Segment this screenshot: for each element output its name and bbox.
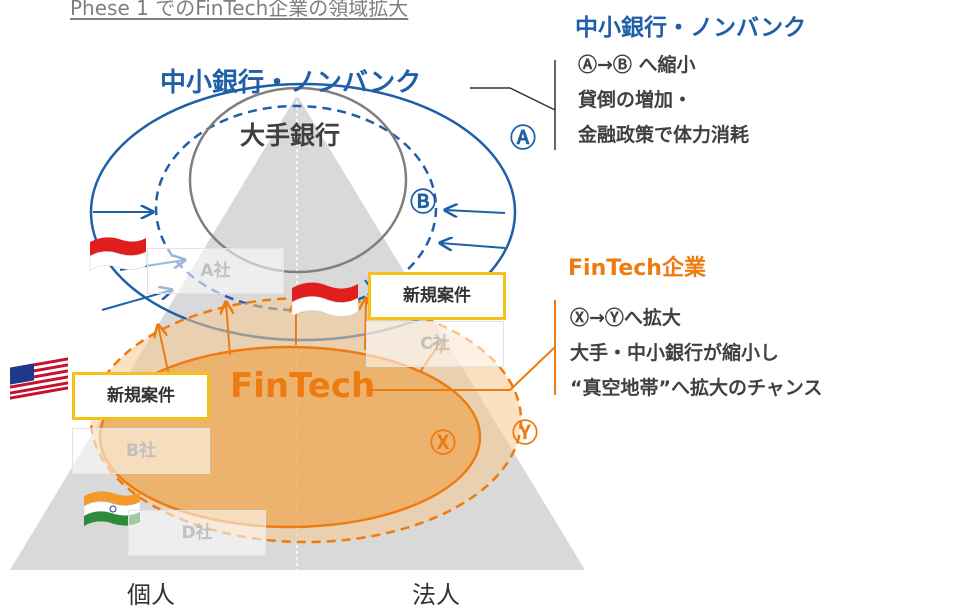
page-title: Phese 1 でのFinTech企業の領域拡大 xyxy=(70,0,409,20)
us-flag-icon xyxy=(10,357,68,400)
bank-heading: 中小銀行・ノンバンク xyxy=(575,15,807,41)
major-bank-ellipse xyxy=(188,86,408,274)
company-d-box: D社 xyxy=(128,510,266,556)
fintech-note-1: Ⓧ→Ⓨへ拡大 xyxy=(570,307,681,329)
bank-note-2: 貸倒の増加・ xyxy=(578,89,693,111)
fintech-note-2: 大手・中小銀行が縮小し xyxy=(570,342,780,364)
company-b-box: B社 xyxy=(72,428,210,474)
fintech-heading: FinTech企業 xyxy=(568,256,706,281)
fintech-label: FinTech xyxy=(230,366,376,406)
major-bank-label: 大手銀行 xyxy=(240,121,341,150)
axis-corporate-label: 法人 xyxy=(412,581,460,609)
new-case-box: 新規案件 xyxy=(72,372,210,420)
small-bank-callout-line xyxy=(470,87,556,111)
small-bank-ellipse-b xyxy=(154,104,438,312)
new-case-box: 新規案件 xyxy=(368,272,506,320)
company-c-box: C社 xyxy=(366,321,504,367)
company-a-box: A社 xyxy=(147,248,284,294)
fintech-note-3: “真空地帯”へ拡大のチャンス xyxy=(570,377,823,399)
bank-note-1: Ⓐ→Ⓑ へ縮小 xyxy=(578,54,696,76)
marker-a: Ⓐ xyxy=(510,124,537,154)
marker-y: Ⓨ xyxy=(512,419,539,449)
bank-note-3: 金融政策で体力消耗 xyxy=(578,124,750,146)
fintech-callout-line xyxy=(370,346,556,391)
axis-individual-label: 個人 xyxy=(127,581,175,609)
indonesia-flag-icon xyxy=(89,237,147,271)
marker-b: Ⓑ xyxy=(410,188,437,218)
india-flag-icon xyxy=(83,491,141,526)
small-bank-label: 中小銀行・ノンバンク xyxy=(160,68,422,98)
marker-x: Ⓧ xyxy=(430,429,457,459)
indonesia-flag-icon xyxy=(291,282,359,317)
